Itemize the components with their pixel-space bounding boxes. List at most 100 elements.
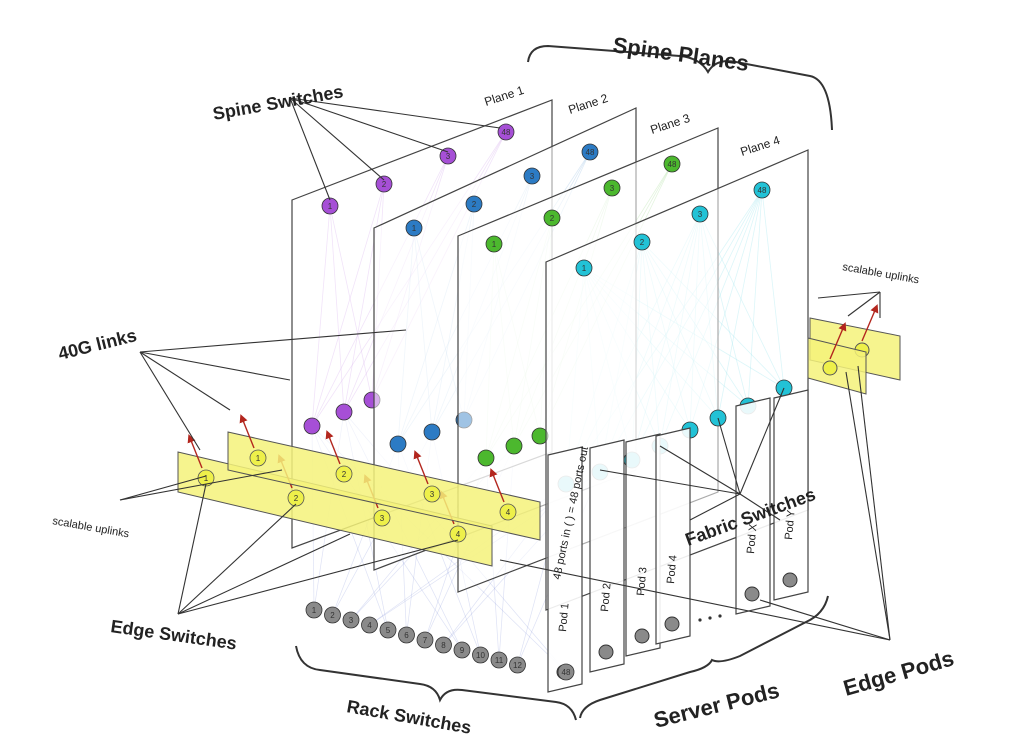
- callout-line: [177, 503, 297, 615]
- callout-line: [739, 387, 785, 495]
- spine-switch-number: 2: [640, 238, 645, 247]
- pod-rack-node: [782, 572, 798, 588]
- rack-switch-node: [305, 601, 323, 619]
- rack-switch-node: [379, 621, 397, 639]
- uplink-arrow: [187, 434, 203, 469]
- pod-rack-node: [664, 616, 680, 632]
- pod-label: Pod Y: [783, 509, 798, 540]
- plane-label: Plane 1: [483, 83, 526, 109]
- callout-line: [817, 291, 881, 299]
- rack-switch-node: [398, 626, 415, 644]
- callout-line: [139, 351, 231, 411]
- callout-line: [289, 97, 385, 181]
- fabric-switch-node: [505, 437, 523, 455]
- spine-switch-number: 1: [582, 264, 587, 273]
- rack-switch-number: 12: [513, 661, 522, 670]
- callout-line: [845, 371, 891, 641]
- callout-line: [177, 533, 351, 615]
- spine-switch-node: [375, 175, 393, 193]
- spine-switch-node: [465, 195, 483, 213]
- callout-line: [689, 493, 741, 521]
- edge-switch-node: [449, 525, 467, 543]
- 40g-links-label: 40G links: [56, 325, 139, 364]
- uplink-arrow: [489, 468, 505, 503]
- ellipsis-dot: [698, 618, 702, 622]
- edge-switch-number: 3: [380, 514, 385, 523]
- callout-line: [289, 97, 501, 129]
- pod-label: Pod 3: [635, 567, 649, 597]
- rack-switch-node: [472, 646, 489, 664]
- uplink-arrow: [861, 304, 879, 342]
- server-pod-panel: Pod 2: [589, 439, 625, 673]
- callout-line: [119, 469, 283, 501]
- spine-switch-number: 3: [698, 210, 703, 219]
- uplink-arrow: [325, 430, 341, 465]
- callout-lines: [119, 97, 891, 641]
- callout-line: [139, 351, 291, 381]
- edge-pods-label: Edge Pods: [840, 645, 956, 700]
- plane-label: Plane 4: [739, 133, 782, 159]
- spine-switch-node: [439, 147, 457, 165]
- spine-switch-number: 48: [502, 128, 511, 137]
- fabric-switch-node: [423, 423, 441, 441]
- rack-switch-number: 48: [562, 668, 571, 677]
- spine-switch-number: 1: [328, 202, 333, 211]
- callout-line: [177, 539, 459, 615]
- spine-switch-node: [405, 219, 423, 237]
- spine-switch-number: 1: [492, 240, 497, 249]
- rack-switch-node: [509, 656, 526, 674]
- pod-rack-node: [634, 628, 650, 644]
- ellipsis-dot: [708, 616, 712, 620]
- fabric-switch-node: [303, 417, 321, 435]
- spine-switch-number: 2: [382, 180, 387, 189]
- edge-switch-number: 2: [294, 494, 299, 503]
- edge-switch-number: 2: [342, 470, 347, 479]
- spine-switch-number: 1: [412, 224, 417, 233]
- callout-line: [599, 469, 741, 495]
- spine-switch-number: 48: [586, 148, 595, 157]
- plane-label: Plane 3: [649, 111, 692, 137]
- pod-label: Pod X: [745, 523, 760, 555]
- plane-label: Plane 2: [567, 91, 610, 117]
- rack-switches-bracket: [295, 645, 577, 721]
- callout-line: [659, 445, 741, 495]
- rack-switch-number: 3: [349, 616, 354, 625]
- rack-switch-node: [324, 606, 341, 624]
- fabric-switch-node: [335, 403, 353, 421]
- spine-switches-label: Spine Switches: [211, 81, 345, 124]
- rack-switch-number: 9: [460, 646, 465, 655]
- edge-switch-node: [373, 509, 391, 527]
- callout-line: [139, 329, 407, 353]
- uplink-arrow: [829, 322, 847, 360]
- spine-switch-number: 3: [530, 172, 535, 181]
- spine-switch-node: [603, 179, 621, 197]
- pod-rack-node: [598, 644, 614, 660]
- spine-switch-node: [485, 235, 503, 253]
- rack-switch-number: 8: [441, 641, 446, 650]
- edge-switch-node: [499, 503, 517, 521]
- spine-switch-number: 2: [550, 214, 555, 223]
- fabric-switch-node: [477, 449, 495, 467]
- callout-line: [759, 599, 891, 641]
- spine-switch-number: 2: [472, 200, 477, 209]
- edge-switch-node: [335, 465, 353, 483]
- server-pod-panel: Pod 4: [655, 427, 691, 645]
- spine-switch-number: 48: [758, 186, 767, 195]
- rack-switch-node: [490, 651, 508, 669]
- ellipsis-dot: [718, 614, 722, 618]
- edge-switch-number: 1: [256, 454, 261, 463]
- spine-planes-label: Spine Planes: [611, 32, 750, 76]
- server-pod-panel: Pod X: [735, 397, 771, 615]
- spine-switch-number: 3: [446, 152, 451, 161]
- callout-line: [289, 97, 331, 201]
- uplink-arrow: [413, 450, 429, 485]
- server-pod-panel: Pod 3: [625, 433, 661, 657]
- spine-switch-node: [575, 259, 593, 277]
- rack-switch-number: 5: [386, 626, 391, 635]
- uplink-arrow: [239, 414, 255, 449]
- rack-switch-node: [342, 611, 360, 629]
- spine-switch-node: [523, 167, 541, 185]
- server-pods-bracket: [579, 595, 829, 719]
